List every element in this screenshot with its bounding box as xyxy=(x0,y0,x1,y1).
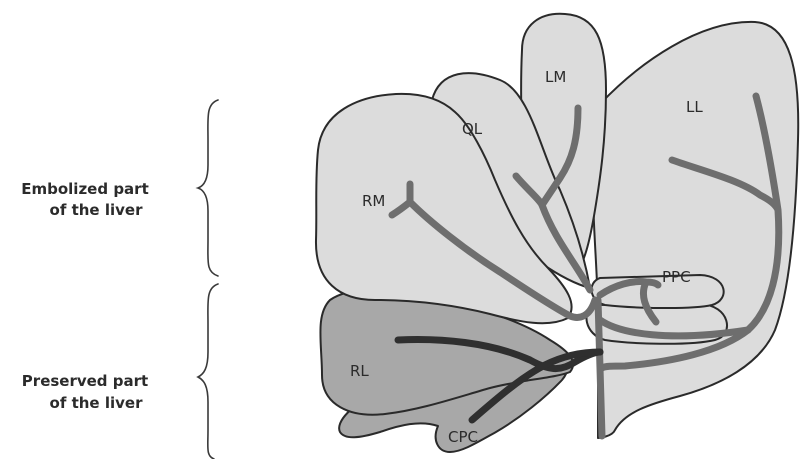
preserved-brace xyxy=(198,284,218,459)
preserved-label-line1: Preserved part xyxy=(22,372,148,390)
embolized-brace xyxy=(198,100,218,276)
lobe-label-cpc: CPC xyxy=(448,428,478,446)
embolized-label-line2: of the liver xyxy=(50,201,144,219)
embolized-label: Embolized part of the liver xyxy=(21,180,149,219)
lobe-label-lm: LM xyxy=(545,68,566,86)
ll-lobe xyxy=(593,22,798,438)
lobe-label-rm: RM xyxy=(362,192,385,210)
lobe-label-ppc: PPC xyxy=(662,268,691,286)
preserved-label-line2: of the liver xyxy=(50,394,144,412)
lobe-label-ql: QL xyxy=(462,120,483,138)
preserved-label: Preserved part of the liver xyxy=(22,372,148,412)
lobe-label-ll: LL xyxy=(686,98,703,116)
embolized-label-line1: Embolized part xyxy=(21,180,149,198)
lobe-label-rl: RL xyxy=(350,362,369,380)
